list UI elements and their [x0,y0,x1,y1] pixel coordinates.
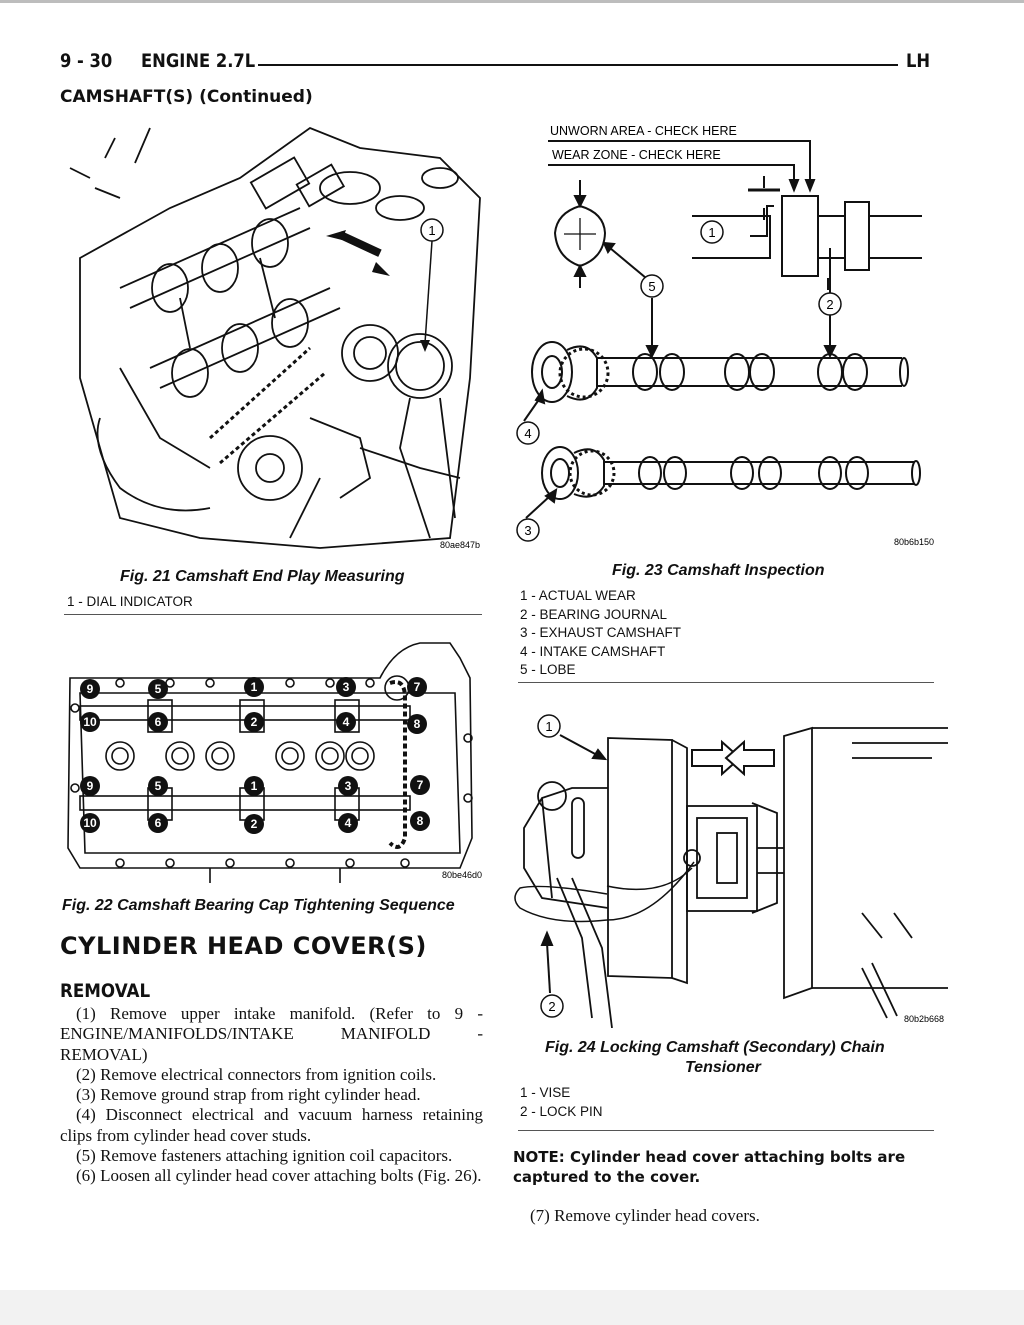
fig22-bolt-9b: 9 [87,779,94,793]
fig21-code: 80ae847b [440,540,480,550]
fig22-bolt-10b: 10 [83,816,97,830]
fig24-legend: 1 - VISE 2 - LOCK PIN [520,1084,603,1121]
fig22-bolt-3b: 3 [345,779,352,793]
top-border [0,0,1024,3]
fig23-caption: Fig. 23 Camshaft Inspection [612,562,825,579]
fig22-code: 80be46d0 [442,870,482,880]
fig24-callout-2: 2 [548,999,555,1014]
fig23-code: 80b6b150 [894,537,934,547]
fig22-bolt-4: 4 [343,715,350,729]
fig22-bolt-6b: 6 [155,816,162,830]
removal-steps: (1) Remove upper intake manifold. (Refer… [60,1004,483,1187]
fig24-vise-tensioner: 1 2 80b2b668 [514,714,948,1028]
note-text: NOTE: Cylinder head cover attaching bolt… [513,1148,906,1186]
fig23-legend-item: 5 - LOBE [520,662,576,677]
fig24-code: 80b2b668 [904,1014,944,1024]
fig24-caption-line1: Fig. 24 Locking Camshaft (Secondary) Cha… [545,1039,885,1056]
fig23-unworn-label: UNWORN AREA - CHECK HERE [550,124,737,138]
step-1: (1) Remove upper intake manifold. (Refer… [60,1004,483,1064]
fig23-legend-item: 2 - BEARING JOURNAL [520,606,668,622]
fig23-callout-4: 4 [524,426,531,441]
fig24-caption-line2: Tensioner [685,1059,761,1076]
fig22-bolt-5: 5 [155,682,162,696]
fig23-camshaft-inspection: UNWORN AREA - CHECK HERE WEAR ZONE - CHE… [516,124,934,547]
section-subtitle: REMOVAL [60,980,151,1002]
fig23-callout-3: 3 [524,523,531,538]
step-7: (7) Remove cylinder head covers. [530,1206,760,1225]
fig22-bolt-5b: 5 [155,779,162,793]
fig22-bearing-cap-diagram: 9 10 5 6 1 2 3 4 7 8 9 10 5 6 1 2 3 4 7 … [67,642,482,883]
fig23-callout-1: 1 [708,225,715,240]
step-5: (5) Remove fasteners attaching ignition … [76,1146,453,1166]
fig23-legend-item: 1 - ACTUAL WEAR [520,588,636,603]
fig23-legend-item: 4 - INTAKE CAMSHAFT [520,643,666,659]
fig23-callout-5: 5 [648,279,655,294]
fig22-bolt-7b: 7 [417,778,424,792]
section-name: ENGINE 2.7L [141,50,256,72]
side-label: LH [906,50,931,72]
fig22-bolt-6: 6 [155,715,162,729]
fig21-legend: 1 - DIAL INDICATOR [67,593,193,612]
fig23-legend: 1 - ACTUAL WEAR 2 - BEARING JOURNAL 3 - … [520,587,681,680]
fig22-bolt-7: 7 [414,680,421,694]
fig21-legend-item: 1 - DIAL INDICATOR [67,594,193,609]
fig23-wear-label: WEAR ZONE - CHECK HERE [552,148,721,162]
fig22-bolt-1b: 1 [251,779,258,793]
fig23-legend-rule [518,682,934,683]
section-title: CYLINDER HEAD COVER(S) [60,932,427,960]
fig24-legend-rule [518,1130,934,1131]
fig22-bolt-9: 9 [87,682,94,696]
fig22-bolt-8b: 8 [417,814,424,828]
step-3: (3) Remove ground strap from right cylin… [76,1085,421,1105]
fig24-callout-1: 1 [545,719,552,734]
fig22-bolt-markers [80,677,430,834]
fig21-callout-1: 1 [428,223,435,238]
fig22-bolt-10: 10 [83,715,97,729]
fig21-caption: Fig. 21 Camshaft End Play Measuring [120,568,405,585]
page-number: 9 - 30 [60,50,113,72]
fig22-bolt-2b: 2 [251,817,258,831]
fig24-legend-item: 2 - LOCK PIN [520,1103,603,1119]
fig23-callout-2: 2 [826,297,833,312]
step-4: (4) Disconnect electrical and vacuum har… [60,1105,483,1145]
fig23-legend-item: 3 - EXHAUST CAMSHAFT [520,625,682,640]
bottom-band [0,1290,1024,1325]
fig22-bolt-3: 3 [343,680,350,694]
fig21-engine-illustration: 1 80ae847b [69,126,481,550]
fig22-bolt-2: 2 [251,715,258,729]
step-2: (2) Remove electrical connectors from ig… [76,1064,437,1084]
fig24-legend-item: 1 - VISE [520,1085,571,1100]
fig22-caption: Fig. 22 Camshaft Bearing Cap Tightening … [62,897,455,914]
fig22-bolt-1: 1 [251,680,258,694]
fig21-legend-rule [64,614,482,615]
fig22-bolt-8: 8 [414,717,421,731]
continued-heading: CAMSHAFT(S) (Continued) [60,87,313,107]
header-rule [258,64,898,66]
fig22-bolt-4b: 4 [345,816,352,830]
step-6: (6) Loosen all cylinder head cover attac… [76,1166,482,1186]
